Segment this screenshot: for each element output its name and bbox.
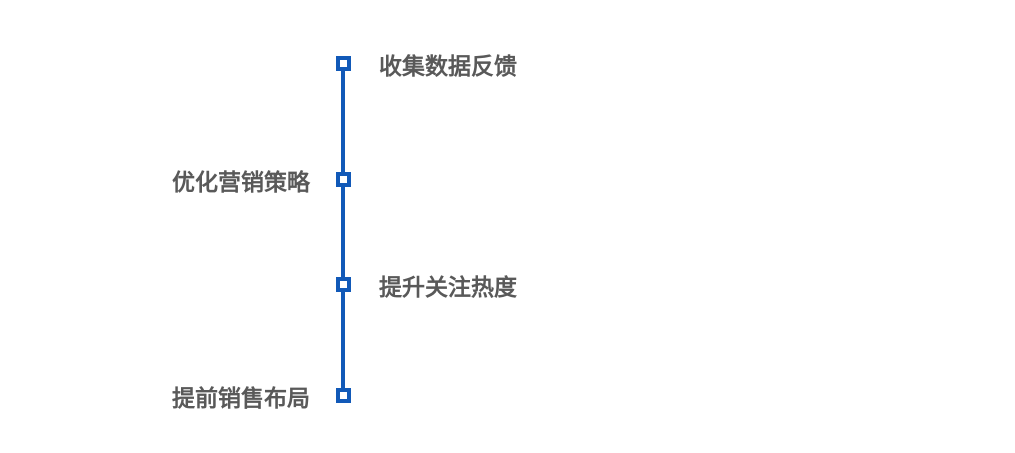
timeline-label-1: 收集数据反馈: [379, 53, 517, 79]
timeline-label-2: 优化营销策略: [172, 169, 310, 195]
timeline-line: [341, 64, 345, 396]
timeline-node-3: [336, 277, 351, 292]
timeline-node-2: [336, 172, 351, 187]
timeline-label-4: 提前销售布局: [172, 385, 310, 411]
timeline-label-3: 提升关注热度: [379, 274, 517, 300]
timeline-node-4: [336, 388, 351, 403]
timeline-node-1: [336, 56, 351, 71]
